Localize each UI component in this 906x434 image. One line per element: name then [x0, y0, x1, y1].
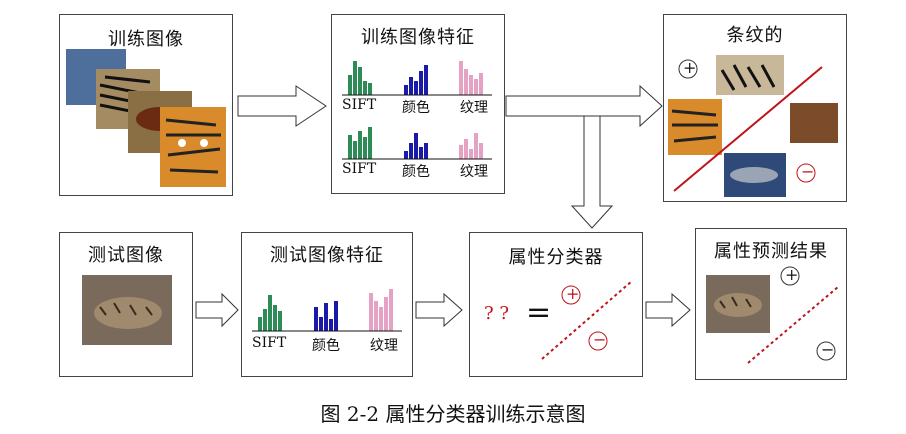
striped-classifier-plot	[668, 55, 838, 197]
test-feature-label-texture: 纹理	[370, 338, 398, 354]
train-images-box: 训练图像	[59, 14, 233, 196]
test-images-title: 测试图像	[88, 245, 164, 266]
classifier-title: 属性分类器	[508, 247, 604, 268]
train-feature-label-texture-2: 纹理	[460, 164, 488, 180]
classifier-boundary-plot	[541, 280, 633, 360]
train-feature-label-color-1: 颜色	[402, 100, 430, 116]
train-feature-label-color-2: 颜色	[402, 164, 430, 180]
classifier-minus-sign: −	[593, 330, 607, 349]
train-feature-label-sift-2: SIFT	[342, 161, 377, 177]
test-feature-label-color: 颜色	[312, 338, 340, 354]
result-minus-sign: −	[821, 340, 835, 359]
train-histograms-row1	[342, 61, 492, 96]
striped-attribute-box: 条纹的 + −	[663, 14, 847, 202]
train-histograms-row2	[342, 127, 492, 160]
classifier-question-marks: ? ?	[484, 303, 510, 324]
train-feature-label-sift-1: SIFT	[342, 97, 377, 113]
test-images-box: 测试图像	[59, 232, 193, 377]
arrow-down-to-classifier	[570, 115, 614, 229]
arrow-test-images-to-features	[195, 292, 239, 328]
figure-caption: 图 2-2 属性分类器训练示意图	[320, 402, 586, 426]
train-image-stack	[66, 49, 226, 187]
attribute-classifier-box: 属性分类器 ? ? = + −	[469, 232, 643, 377]
striped-title: 条纹的	[726, 25, 784, 46]
train-features-box: 训练图像特征 SIFT 颜色 纹理 SIFT 颜色 纹理	[331, 14, 505, 194]
arrow-features-to-striped	[505, 84, 663, 128]
result-plot	[706, 266, 839, 364]
striped-minus-sign: −	[801, 162, 815, 181]
test-image	[82, 275, 172, 345]
striped-plus-sign: +	[683, 58, 697, 77]
train-feature-label-texture-1: 纹理	[460, 100, 488, 116]
result-plus-sign: +	[785, 265, 799, 284]
prediction-result-box: 属性预测结果 + −	[695, 228, 847, 380]
classifier-equals: =	[526, 295, 552, 330]
arrow-train-images-to-features	[237, 85, 327, 127]
arrow-test-features-to-classifier	[415, 292, 463, 328]
train-images-title: 训练图像	[108, 29, 184, 50]
result-title: 属性预测结果	[714, 241, 828, 262]
test-feature-label-sift: SIFT	[252, 335, 287, 351]
classifier-plus-sign: +	[566, 284, 580, 303]
train-features-title: 训练图像特征	[361, 27, 475, 48]
test-features-box: 测试图像特征 SIFT 颜色 纹理	[241, 232, 413, 377]
arrow-classifier-to-result	[645, 292, 691, 328]
test-features-title: 测试图像特征	[270, 245, 384, 266]
test-histograms	[252, 289, 402, 332]
